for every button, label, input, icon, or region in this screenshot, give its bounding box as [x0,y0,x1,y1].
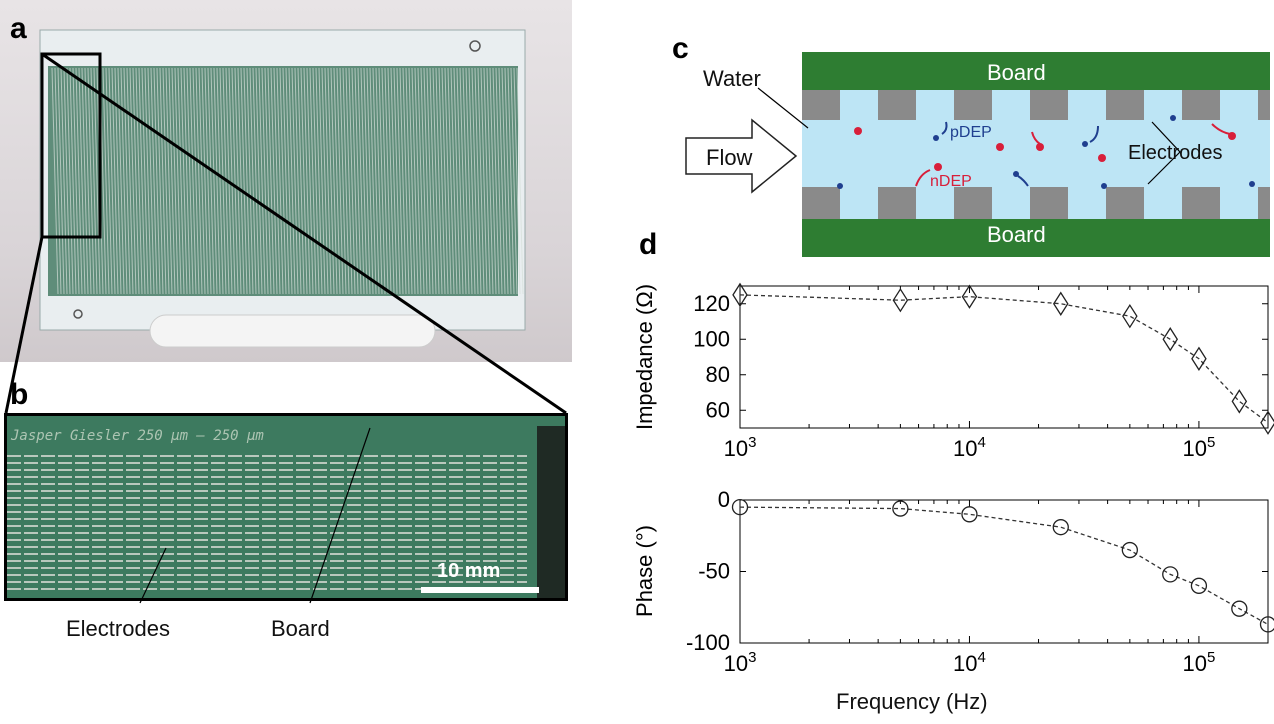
electrode-top [954,90,992,120]
data-point [1260,410,1274,435]
y-axis-label: Phase (°) [632,525,657,617]
data-point [961,284,978,309]
electrode-bottom [954,187,992,219]
y-axis-label: Impedance (Ω) [632,284,657,430]
electrode-bottom [802,187,840,219]
zoom-connector [4,52,567,415]
label-board-bottom: Board [987,222,1046,247]
panel-a-photo [0,0,572,362]
electrode-closeup [7,416,565,598]
data-point [1162,566,1179,583]
electrode-bottom [1258,187,1270,219]
y-tick-label: 60 [706,397,730,422]
electrode-bottom [878,187,916,219]
label-electrodes-c: Electrodes [1128,142,1223,164]
panel-letter-a: a [10,12,27,45]
label-pdep: pDEP [950,124,992,141]
series-line [739,294,1269,424]
x-axis-label: Frequency (Hz) [836,689,988,714]
data-point [1053,291,1069,316]
y-tick-label: 80 [706,362,730,387]
label-water: Water [703,66,761,91]
dep-schematic [685,52,1270,257]
electrode-top [802,90,840,120]
series-line [739,506,1269,625]
electrode-bottom [1182,187,1220,219]
data-point [1190,577,1208,594]
data-point [1162,327,1179,352]
board-bottom [802,219,1270,257]
label-board-b: Board [271,616,330,641]
impedance-plot: 103 104 105 60 80 100 120 Impedance (Ω) [632,282,1274,461]
closeup-pointers [139,427,371,604]
electrode-bottom [1030,187,1068,219]
data-point [1122,303,1138,329]
panel-b-closeup: Jasper Giesler 250 μm – 250 μm 10 mm [4,413,568,601]
data-point [1231,389,1248,414]
data-point [1231,600,1248,617]
pcb-board-photo [39,29,526,348]
flow-arrow [685,118,798,194]
scalebar-label: 10 mm [437,560,501,582]
label-ndep: nDEP [930,173,972,190]
x-tick-label: 103 [724,434,757,461]
panel-letter-d: d [639,228,658,261]
data-point [731,498,749,516]
y-tick-label: -100 [686,630,730,655]
data-point [892,500,909,517]
x-tick-label: 104 [953,649,986,676]
board-top [802,52,1270,90]
electrode-top [1258,90,1270,120]
panel-letter-c: c [672,32,689,65]
label-flow: Flow [706,145,753,170]
label-electrodes-b: Electrodes [66,616,170,641]
plot-frame [739,499,1269,644]
x-tick-label: 105 [1183,434,1216,461]
scalebar [421,587,539,593]
board-engraving: Jasper Giesler 250 μm – 250 μm [11,428,264,444]
electrode-top [1106,90,1144,120]
electrode-bottom [1106,187,1144,219]
y-tick-label: 120 [693,291,730,316]
x-tick-label: 104 [953,434,986,461]
plot-frame [739,285,1269,429]
data-point [1191,346,1207,371]
data-point [732,282,748,308]
electrode-top [1030,90,1068,120]
x-tick-label: 105 [1183,649,1216,676]
y-tick-label: -50 [698,559,730,584]
data-point [1052,519,1069,536]
electrode-top [878,90,916,120]
y-tick-label: 100 [693,326,730,351]
data-point [892,287,909,313]
data-point [1259,616,1274,633]
data-point [961,506,978,523]
panel-letter-b: b [10,378,29,411]
y-tick-label: 0 [718,487,730,512]
data-point [1121,541,1138,559]
electrode-top [1182,90,1220,120]
label-board-top: Board [987,60,1046,85]
